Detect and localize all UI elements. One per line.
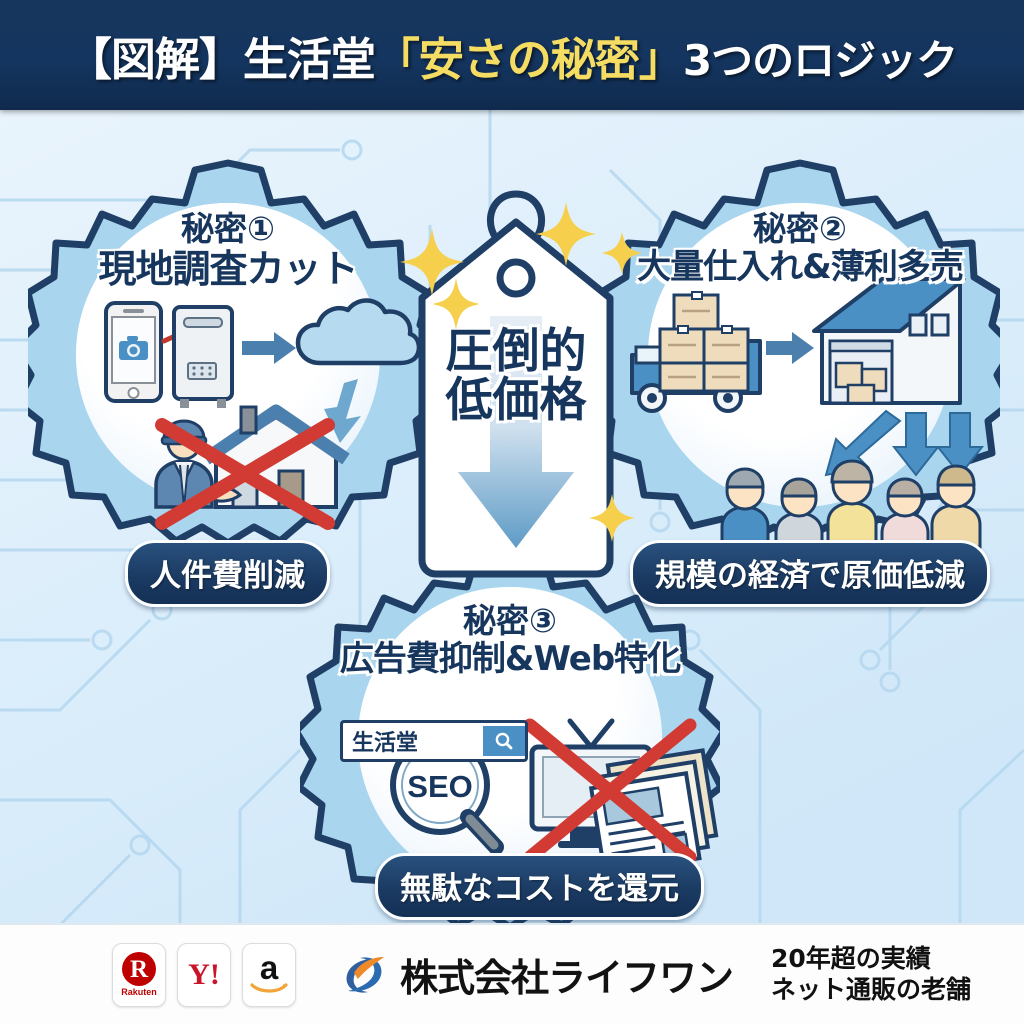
- title-prefix: 【図解】生活堂: [66, 32, 376, 86]
- amazon-mark: a: [259, 949, 279, 987]
- rakuten-badge[interactable]: R Rakuten: [112, 942, 166, 1007]
- rakuten-wordmark: Rakuten: [121, 987, 157, 997]
- title-highlight: 「安さの秘密」: [374, 32, 684, 86]
- down-arrow-icon: [324, 379, 361, 443]
- yahoo-mark: Y!: [188, 957, 220, 991]
- gear-3-banner: 無駄なコストを還元: [375, 853, 704, 920]
- gear-1-title: 現地調査カット: [98, 246, 358, 291]
- tagline-line2: ネット通販の老舗: [771, 974, 972, 1004]
- right-arrow-icon: [242, 332, 296, 364]
- gear-secret-3[interactable]: 秘密③ 広告費抑制&Web特化 生活堂 SEO: [292, 543, 728, 931]
- gear-secret-2[interactable]: 秘密② 大量仕入れ&薄利多売: [582, 155, 1018, 607]
- lifeone-swirl-logo: [346, 956, 384, 993]
- water-heater-icon: [172, 305, 234, 408]
- people-group-icon: [720, 459, 982, 553]
- gear-1-icon-group: [104, 298, 422, 530]
- smartphone-camera-icon: [104, 301, 163, 403]
- yahoo-badge[interactable]: Y!: [177, 942, 231, 1007]
- gear-secret-1[interactable]: 秘密① 現地調査カット: [10, 155, 446, 607]
- gear-2-number: 秘密②: [753, 209, 847, 248]
- gear-2-label: 秘密② 大量仕入れ&薄利多売: [600, 209, 1000, 287]
- gear-2-icon-group: [630, 277, 985, 553]
- search-query-text: 生活堂: [352, 731, 419, 756]
- footer-bar: R Rakuten Y! a: [0, 923, 1024, 1024]
- price-tag-icon: 圧倒的 低価格: [408, 176, 624, 586]
- header-bar: 【図解】生活堂「安さの秘密」3つのロジック: [0, 0, 1024, 110]
- right-arrow-icon: [766, 332, 814, 364]
- gear-2-banner: 規模の経済で原価低減: [630, 540, 990, 607]
- search-bar-icon[interactable]: 生活堂: [340, 720, 528, 762]
- amazon-smile-icon: [250, 982, 288, 993]
- cloud-icon: [295, 298, 422, 366]
- search-icon: [495, 732, 513, 750]
- gear-3-label: 秘密③ 広告費抑制&Web特化: [300, 601, 720, 679]
- svg-text:SEO: SEO: [407, 769, 472, 804]
- cardboard-boxes-icon: [658, 291, 750, 393]
- amazon-badge[interactable]: a: [242, 942, 296, 1007]
- footer-tagline: 20年超の実績 ネット通販の老舗: [771, 944, 971, 1005]
- company-block: 株式会社ライフワン: [336, 947, 734, 1003]
- page-title: 【図解】生活堂「安さの秘密」3つのロジック: [66, 23, 958, 88]
- red-cross-icon: [155, 418, 335, 530]
- warehouse-boxes: [834, 361, 888, 405]
- tagline-line1: 20年超の実績: [771, 944, 931, 973]
- price-tag-shape: [418, 190, 614, 578]
- gear-1-number: 秘密①: [181, 209, 275, 248]
- rakuten-mark: R: [121, 952, 156, 986]
- search-button[interactable]: [483, 726, 525, 756]
- gear-1-label: 秘密① 現地調査カット: [28, 209, 428, 291]
- red-cross-icon: [523, 718, 697, 864]
- title-suffix: 3つのロジック: [682, 35, 958, 85]
- gear-3-number: 秘密③: [463, 601, 557, 640]
- marketplace-badges: R Rakuten Y! a: [112, 942, 296, 1007]
- gear-3-title: 広告費抑制&Web特化: [339, 638, 681, 679]
- warehouse-icon: [812, 277, 966, 405]
- gear-1-banner: 人件費削減: [125, 540, 330, 607]
- gear-2-title: 大量仕入れ&薄利多売: [637, 246, 964, 287]
- down-arrow-icon: [458, 316, 574, 548]
- company-name: 株式会社ライフワン: [400, 956, 734, 1000]
